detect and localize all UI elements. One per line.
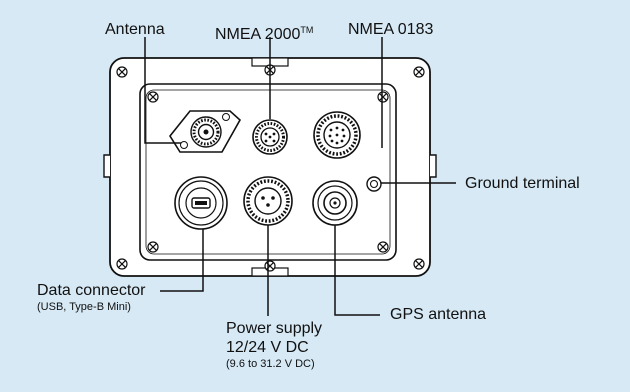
data-connector-port: [174, 176, 228, 230]
power-supply-connector: [243, 176, 293, 226]
gps-antenna-connector: [312, 180, 358, 226]
ground-terminal: [366, 176, 382, 192]
gps-antenna-label: GPS antenna: [390, 306, 487, 323]
power-range-label: (9.6 to 31.2 V DC): [226, 358, 315, 370]
nmea0183-connector: [313, 111, 361, 159]
nmea2000-connector: [252, 119, 288, 155]
power-voltage-label: 12/24 V DC: [226, 339, 309, 356]
ground-terminal-label: Ground terminal: [465, 175, 580, 192]
antenna-connector: [169, 110, 242, 153]
data-connector-label: Data connector: [37, 282, 146, 299]
power-supply-label: Power supply: [226, 320, 323, 337]
nmea2000-label-text: NMEA 2000: [215, 26, 301, 43]
antenna-label: Antenna: [105, 21, 165, 38]
trademark-mark: TM: [300, 25, 314, 35]
data-connector-note: (USB, Type-B Mini): [37, 301, 131, 313]
nmea0183-label: NMEA 0183: [348, 21, 434, 38]
nmea2000-label: NMEA 2000TM: [215, 21, 313, 44]
leader-lines: [144, 37, 456, 316]
